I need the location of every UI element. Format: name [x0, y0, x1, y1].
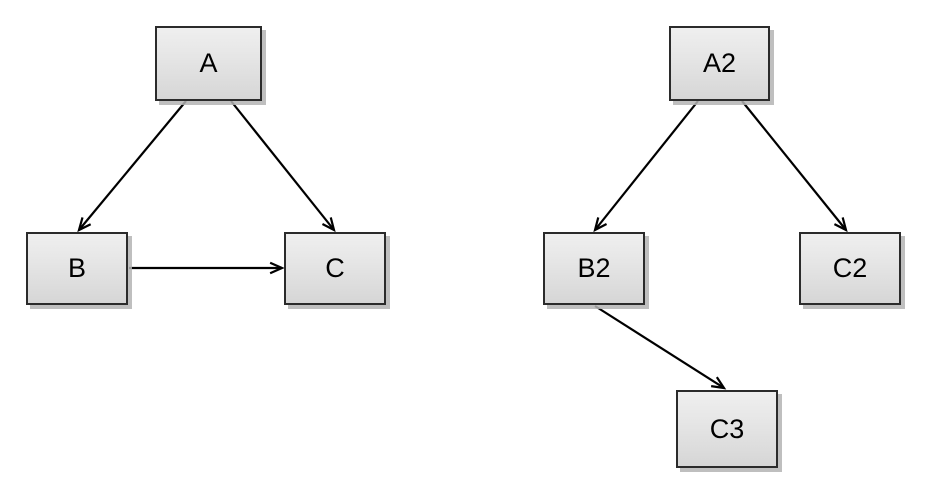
edge-a-to-c	[230, 100, 336, 233]
node-c2[interactable]: C2	[799, 232, 901, 305]
edge-b-to-c	[129, 261, 285, 275]
arrowhead-icon	[710, 376, 727, 390]
node-label: C	[325, 253, 345, 283]
node-label: A	[199, 48, 218, 78]
edge-line	[741, 100, 847, 231]
node-a2[interactable]: A2	[669, 26, 770, 101]
edge-b2-to-c3	[594, 305, 727, 390]
arrowhead-icon	[321, 217, 336, 233]
edge-line	[230, 100, 335, 231]
arrowhead-icon	[593, 217, 608, 233]
edge-line	[78, 100, 187, 231]
node-c[interactable]: C	[284, 232, 386, 305]
node-label: A2	[702, 48, 737, 78]
node-b[interactable]: B	[26, 232, 128, 305]
edge-line	[594, 305, 725, 389]
node-label: C2	[832, 253, 868, 283]
edge-a2-to-b2	[593, 100, 699, 233]
arrowhead-icon	[269, 261, 285, 275]
edge-line	[594, 100, 699, 231]
node-label: B2	[577, 253, 611, 283]
node-label: C3	[709, 413, 745, 444]
node-label: B	[67, 253, 86, 283]
node-c3[interactable]: C3	[676, 390, 778, 468]
node-b2[interactable]: B2	[543, 232, 645, 305]
arrowhead-icon	[833, 217, 848, 233]
arrowhead-icon	[77, 217, 92, 233]
edge-a-to-b	[77, 100, 187, 233]
node-a[interactable]: A	[155, 26, 262, 101]
edge-a2-to-c2	[741, 100, 848, 233]
